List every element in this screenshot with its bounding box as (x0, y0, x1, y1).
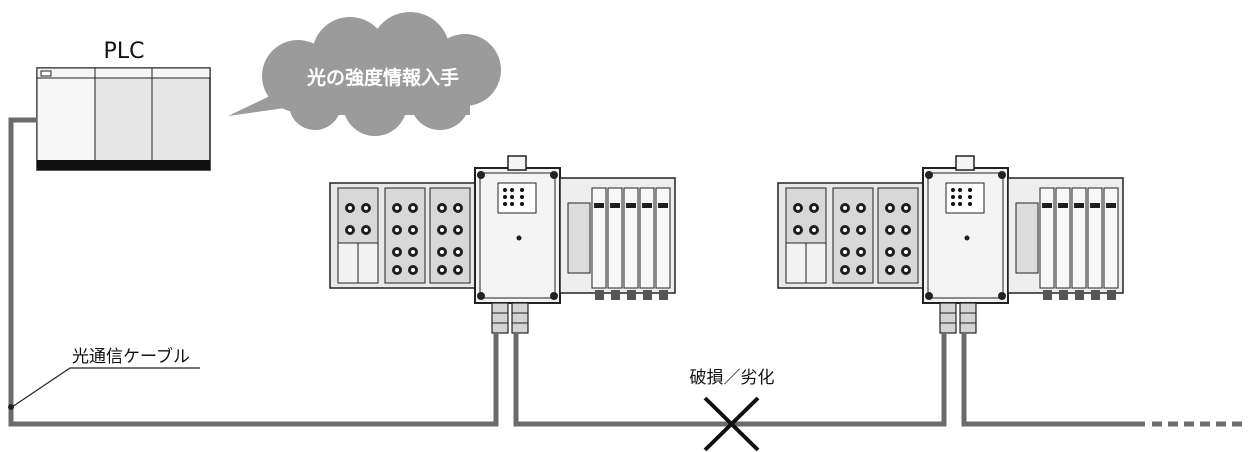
fault-x-mark (703, 396, 760, 452)
manifold-unit-1 (329, 155, 676, 334)
callout-text: 光の強度情報入手 (306, 66, 459, 89)
fault-label: 破損／劣化 (690, 368, 775, 388)
plc-unit (36, 67, 211, 171)
callout-cloud (228, 12, 501, 136)
manifold-unit-2 (777, 155, 1124, 334)
cable-label: 光通信ケーブル (72, 346, 190, 367)
plc-label: PLC (104, 39, 145, 64)
cable-label-leader (11, 367, 200, 408)
cable-leader-dot (8, 404, 14, 410)
